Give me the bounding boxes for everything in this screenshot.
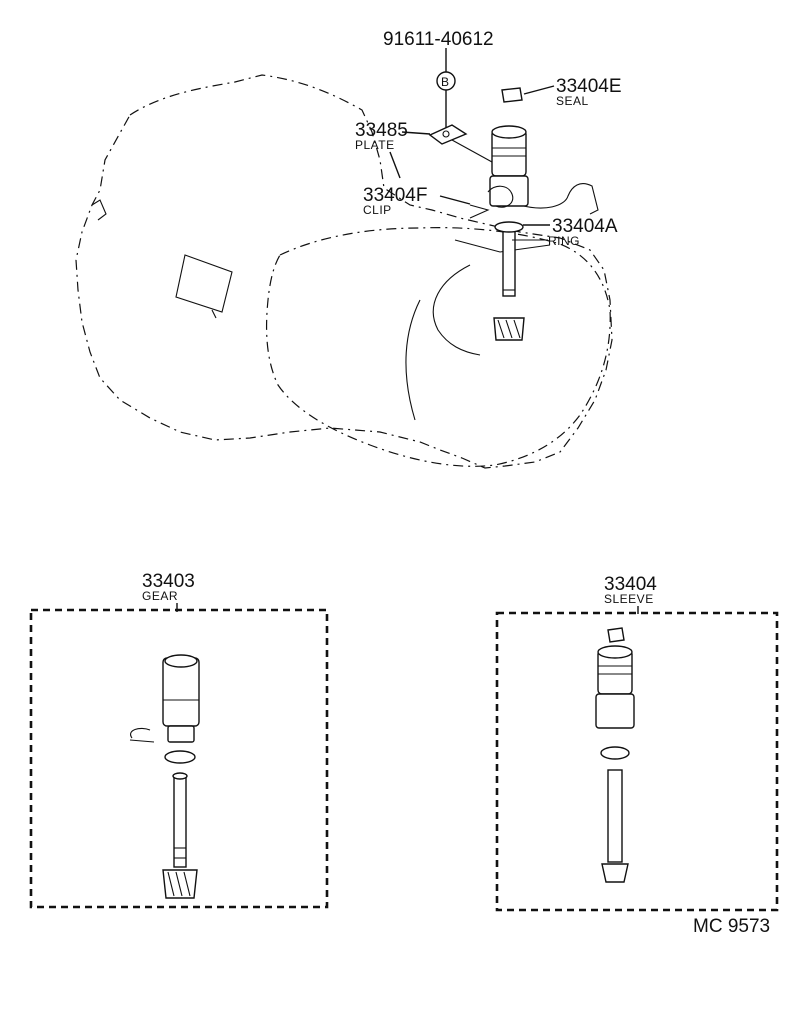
sleeve-part-number: 33404: [604, 574, 657, 595]
transaxle-housing: [75, 74, 613, 469]
seal-part: [501, 87, 523, 103]
clip-part-number: 33404F: [363, 185, 427, 206]
ring-part-name: RING: [548, 234, 580, 248]
leader-lines: [389, 48, 555, 241]
bolt-marker-letter: B: [441, 75, 450, 89]
seal-part-name: SEAL: [556, 94, 589, 108]
diagram-code: MC 9573: [693, 916, 770, 937]
gear-kit-box: 33403 GEAR: [29, 571, 329, 909]
gear-part-name: GEAR: [142, 589, 178, 603]
driven-gear-assembly: [469, 125, 529, 341]
bolt-part-number: 91611-40612: [383, 29, 494, 50]
seal-part-number: 33404E: [556, 76, 622, 97]
plate-bolt-hole: [442, 130, 450, 138]
ring-part-number: 33404A: [552, 216, 618, 237]
plate-part-number: 33485: [355, 120, 408, 141]
plate-part: [428, 124, 468, 145]
plate-part-name: PLATE: [355, 138, 395, 152]
sleeve-kit-box: 33404 SLEEVE: [495, 574, 779, 912]
sleeve-part-name: SLEEVE: [604, 592, 654, 606]
gear-part-number: 33403: [142, 571, 195, 592]
clip-part-name: CLIP: [363, 203, 392, 217]
